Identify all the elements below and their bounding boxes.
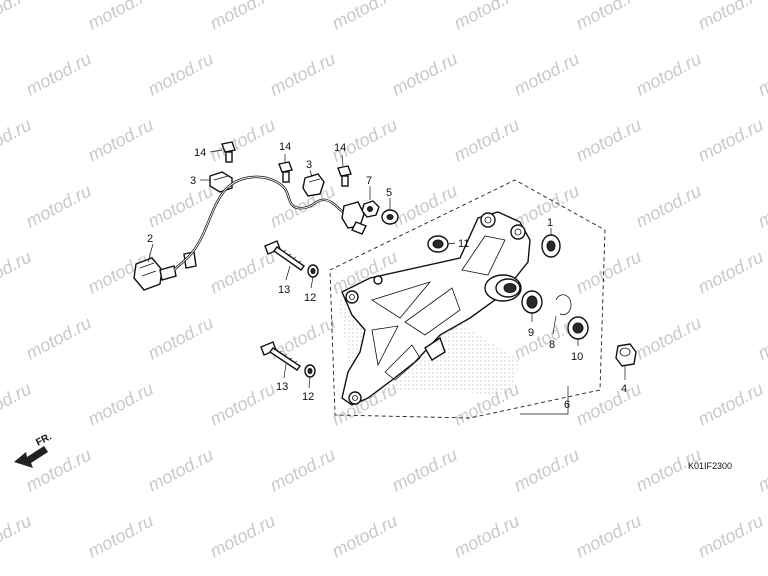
watermark-text: motod.ru: [84, 0, 156, 34]
watermark-text: motod.ru: [328, 0, 400, 34]
callout-labels: 1 2 3 3 4 5 6 7 8 9 10 11 12 12 13 13 14…: [147, 141, 627, 411]
bolt-part-13-lower: [260, 341, 302, 371]
callout-12-upper: 12: [304, 292, 316, 304]
watermark-text: motod.ru: [206, 0, 278, 34]
callout-3-left: 3: [190, 175, 196, 187]
washer-part-12-upper: [307, 264, 319, 278]
bushing-part-1: [541, 234, 561, 258]
watermark-text: motod.ru: [0, 115, 35, 166]
watermark-text: motod.ru: [754, 181, 768, 232]
watermark-text: motod.ru: [572, 511, 644, 562]
watermark-text: motod.ru: [0, 511, 35, 562]
callout-14-right: 14: [334, 142, 346, 154]
watermark-text: motod.ru: [22, 181, 94, 232]
clamp-part-3-right: [302, 173, 325, 197]
callout-1: 1: [547, 217, 553, 229]
bearing-part-9: [521, 290, 543, 314]
watermark-text: motod.ru: [510, 49, 582, 100]
watermark-text: motod.ru: [84, 379, 156, 430]
watermark-text: motod.ru: [450, 115, 522, 166]
watermark-text: motod.ru: [694, 511, 766, 562]
bolt-part-14-left: [221, 141, 236, 163]
clamp-part-3-left: [209, 171, 233, 193]
watermark-text: motod.ru: [266, 49, 338, 100]
front-label: FR.: [34, 431, 54, 448]
watermark-text: motod.ru: [22, 49, 94, 100]
diagram-code: K01IF2300: [688, 461, 732, 471]
watermark-text: motod.ru: [144, 313, 216, 364]
watermark-text: motod.ru: [510, 445, 582, 496]
bearing-part-11: [427, 235, 449, 253]
leader-lines: [147, 149, 626, 415]
callout-9: 9: [528, 327, 534, 339]
nut-part-7: [361, 200, 380, 218]
bolt-part-14-right: [337, 165, 352, 187]
callout-13-lower: 13: [276, 381, 288, 393]
watermark-text: motod.ru: [22, 445, 94, 496]
watermark-text: motod.ru: [632, 313, 704, 364]
watermark-text: motod.ru: [388, 445, 460, 496]
callout-3-right: 3: [306, 159, 312, 171]
front-arrow-icon: [14, 446, 48, 468]
bolt-part-14-middle: [278, 161, 293, 183]
circlip-part-8: [555, 294, 572, 316]
watermark-text: motod.ru: [206, 511, 278, 562]
watermark-text: motod.ru: [144, 445, 216, 496]
assembly-boundary: [329, 179, 606, 419]
collar-part-5: [381, 209, 399, 225]
watermark-text: motod.ru: [450, 511, 522, 562]
callout-4: 4: [621, 383, 627, 395]
cap-part-4: [615, 343, 637, 367]
callout-14-left: 14: [194, 147, 206, 159]
watermark-text: motod.ru: [22, 313, 94, 364]
watermark-text: motod.ru: [754, 313, 768, 364]
watermark-text: motod.ru: [754, 49, 768, 100]
watermark-text: motod.ru: [0, 247, 35, 298]
watermark-text: motod.ru: [572, 115, 644, 166]
watermark-text: motod.ru: [694, 115, 766, 166]
callout-5: 5: [386, 187, 392, 199]
callout-7: 7: [366, 175, 372, 187]
watermark-text: motod.ru: [694, 0, 766, 34]
watermark-text: motod.ru: [0, 379, 35, 430]
callout-12-lower: 12: [302, 391, 314, 403]
watermark-text: motod.ru: [572, 247, 644, 298]
watermark-text: motod.ru: [144, 181, 216, 232]
callout-6: 6: [564, 399, 570, 411]
watermark-text: motod.ru: [266, 445, 338, 496]
watermark-text: motod.ru: [84, 511, 156, 562]
front-direction-indicator: FR.: [14, 431, 54, 468]
watermark-text: motod.ru: [328, 115, 400, 166]
watermark-text: motod.ru: [450, 0, 522, 34]
watermark-text: motod.ru: [84, 115, 156, 166]
callout-14-middle: 14: [279, 141, 291, 153]
watermark-text: motod.ru: [754, 445, 768, 496]
bolt-part-13-upper: [264, 240, 305, 271]
watermark-text: motod.ru: [0, 0, 35, 34]
watermark-text: motod.ru: [694, 379, 766, 430]
watermark-text: motod.ru: [572, 0, 644, 34]
watermark-text: motod.ru: [144, 49, 216, 100]
callout-2: 2: [147, 233, 153, 245]
watermark-text: motod.ru: [388, 49, 460, 100]
callout-10: 10: [571, 351, 583, 363]
watermark-text: motod.ru: [206, 115, 278, 166]
watermark-text: motod.ru: [632, 181, 704, 232]
watermark-text: motod.ru: [694, 247, 766, 298]
callout-11: 11: [458, 238, 469, 250]
watermark-text: motod.ru: [206, 379, 278, 430]
watermark-text: motod.ru: [572, 379, 644, 430]
bracket-assembly: [341, 211, 531, 406]
sensor-part-2: [133, 175, 367, 291]
watermark-text: motod.ru: [632, 49, 704, 100]
watermark-text: motod.ru: [328, 511, 400, 562]
washer-part-12-lower: [304, 364, 316, 378]
callout-8: 8: [549, 339, 555, 351]
bushing-part-10: [567, 316, 589, 340]
callout-13-upper: 13: [278, 284, 290, 296]
